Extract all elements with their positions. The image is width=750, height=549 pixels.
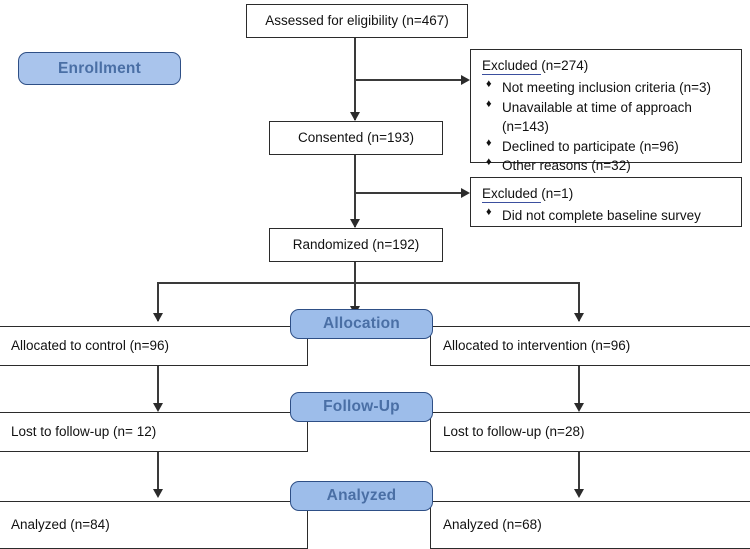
- arrow-consented-to-randomized: [350, 219, 360, 228]
- stage-banner-enrollment-label: Enrollment: [58, 59, 141, 77]
- diamond-bullet-icon: ♦: [486, 97, 492, 110]
- excluded-box-eligibility: Excluded (n=274) ♦ Not meeting inclusion…: [470, 49, 742, 173]
- diamond-bullet-icon: ♦: [486, 206, 492, 219]
- list-item: ♦ Other reasons (n=32): [482, 156, 733, 176]
- node-lost-control: Lost to follow-up (n= 12): [0, 412, 308, 452]
- excluded-eligibility-title: Excluded (n=274): [482, 57, 588, 75]
- connector-consented-to-excluded: [354, 192, 465, 194]
- node-allocated-control-label: Allocated to control (n=96): [11, 337, 169, 353]
- node-allocated-intervention: Allocated to intervention (n=96): [430, 326, 750, 366]
- arrow-intervention-to-lost: [574, 403, 584, 412]
- connector-intervention-to-lost: [578, 366, 580, 410]
- stage-banner-allocation-label: Allocation: [323, 315, 400, 332]
- node-randomized-label: Randomized (n=192): [292, 236, 420, 252]
- node-consented-label: Consented (n=193): [298, 129, 414, 145]
- connector-lost-intervention-to-analyzed: [578, 452, 580, 496]
- diamond-bullet-icon: ♦: [486, 136, 492, 149]
- list-item: ♦ Declined to participate (n=96): [482, 137, 733, 157]
- excluded-eligibility-title-underlined: Excluded: [482, 58, 542, 75]
- list-item-label: Did not complete baseline survey: [502, 208, 701, 224]
- node-allocated-intervention-label: Allocated to intervention (n=96): [443, 337, 631, 353]
- list-item-label: Not meeting inclusion criteria (n=3): [502, 80, 711, 96]
- connector-randomized-split-bar: [157, 282, 579, 284]
- node-lost-intervention: Lost to follow-up (n=28): [430, 412, 750, 452]
- node-randomized: Randomized (n=192): [269, 228, 443, 262]
- stage-banner-followup: Follow-Up: [290, 392, 433, 422]
- list-item-label: Other reasons (n=32): [502, 158, 631, 174]
- node-lost-control-label: Lost to follow-up (n= 12): [11, 423, 157, 439]
- arrow-lost-control-to-analyzed: [153, 489, 163, 498]
- connector-lost-control-to-analyzed: [157, 452, 159, 496]
- list-item: ♦ Not meeting inclusion criteria (n=3): [482, 78, 733, 98]
- connector-randomized-center-drop: [354, 282, 356, 314]
- excluded-eligibility-title-count: (n=274): [541, 58, 589, 73]
- connector-randomized-to-intervention: [578, 282, 580, 321]
- arrow-control-to-lost: [153, 403, 163, 412]
- node-assessed-for-eligibility: Assessed for eligibility (n=467): [246, 4, 468, 38]
- stage-banner-enrollment: Enrollment: [18, 52, 181, 85]
- excluded-box-baseline: Excluded (n=1) ♦ Did not complete baseli…: [470, 177, 742, 227]
- list-item: ♦ Unavailable at time of approach (n=143…: [482, 98, 733, 137]
- arrow-consented-to-excluded: [461, 188, 470, 198]
- arrow-randomized-to-control: [153, 313, 163, 322]
- node-analyzed-control: Analyzed (n=84): [0, 501, 308, 549]
- node-assessed-for-eligibility-label: Assessed for eligibility (n=467): [265, 12, 449, 28]
- arrow-assessed-to-consented: [350, 112, 360, 121]
- node-analyzed-intervention: Analyzed (n=68): [430, 501, 750, 549]
- diamond-bullet-icon: ♦: [486, 78, 492, 91]
- list-item-label: Declined to participate (n=96): [502, 138, 679, 154]
- arrow-assessed-to-excluded: [461, 75, 470, 85]
- excluded-baseline-reason-list: ♦ Did not complete baseline survey: [482, 206, 733, 226]
- diamond-bullet-icon: ♦: [486, 156, 492, 169]
- arrow-randomized-to-intervention: [574, 313, 584, 322]
- connector-randomized-to-control: [157, 282, 159, 321]
- node-analyzed-intervention-label: Analyzed (n=68): [443, 516, 542, 532]
- list-item-label: Unavailable at time of approach (n=143): [502, 99, 692, 135]
- stage-banner-analyzed-label: Analyzed: [326, 487, 397, 504]
- excluded-eligibility-reason-list: ♦ Not meeting inclusion criteria (n=3) ♦…: [482, 78, 733, 176]
- arrow-lost-intervention-to-analyzed: [574, 489, 584, 498]
- node-allocated-control: Allocated to control (n=96): [0, 326, 308, 366]
- excluded-baseline-title: Excluded (n=1): [482, 185, 573, 203]
- node-lost-intervention-label: Lost to follow-up (n=28): [443, 423, 585, 439]
- node-consented: Consented (n=193): [269, 121, 443, 155]
- connector-consented-to-randomized: [354, 155, 356, 227]
- connector-control-to-lost: [157, 366, 159, 410]
- excluded-baseline-title-count: (n=1): [541, 186, 574, 201]
- stage-banner-followup-label: Follow-Up: [323, 398, 400, 415]
- connector-randomized-stem: [354, 262, 356, 283]
- node-analyzed-control-label: Analyzed (n=84): [11, 516, 110, 532]
- list-item: ♦ Did not complete baseline survey: [482, 206, 733, 226]
- excluded-baseline-title-underlined: Excluded: [482, 186, 542, 203]
- stage-banner-analyzed: Analyzed: [290, 481, 433, 511]
- connector-assessed-to-excluded: [354, 79, 465, 81]
- stage-banner-allocation: Allocation: [290, 309, 433, 339]
